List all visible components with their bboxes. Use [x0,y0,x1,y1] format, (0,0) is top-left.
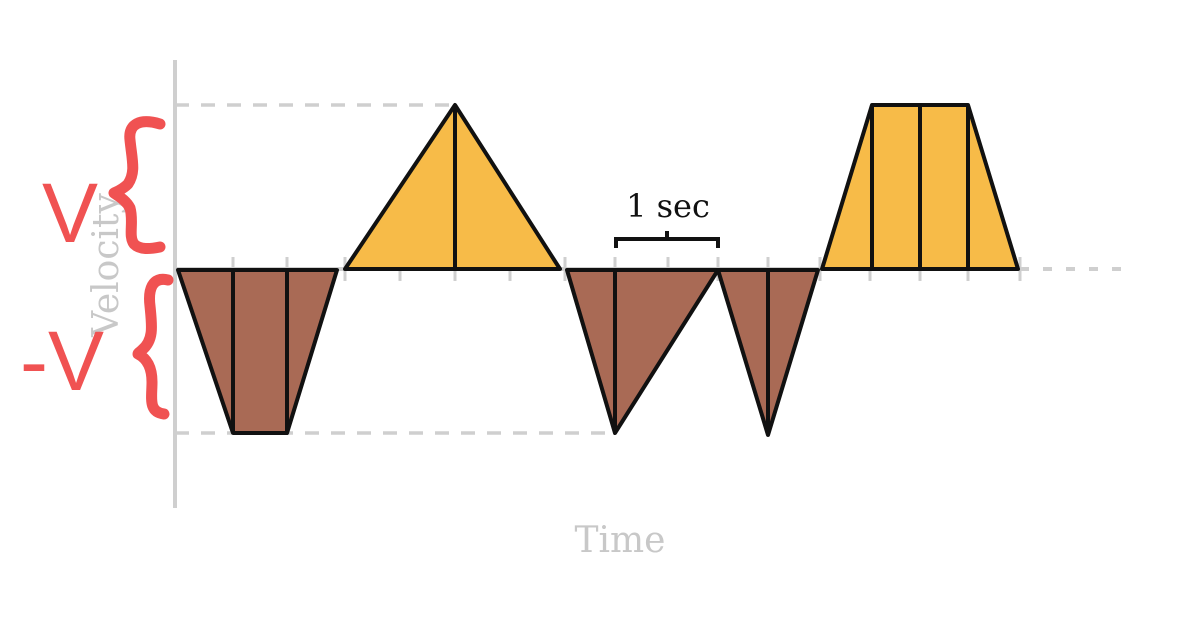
scale-bracket [614,231,720,248]
x-axis-label: Time [575,520,666,561]
negative-annotation-label: -V [20,314,104,408]
positive-triangle-1 [343,103,562,271]
positive-trapezoid-1 [820,103,1020,271]
positive-bracket-annotation [108,116,166,255]
negative-triangle-1 [565,268,720,435]
negative-triangle-2 [716,268,820,437]
positive-annotation-label: V [42,166,98,260]
negative-trapezoid-1 [176,268,339,435]
negative-bracket-annotation [132,273,174,420]
y-axis-label: Velocity [86,193,127,338]
scale-label: 1 sec [626,187,710,225]
